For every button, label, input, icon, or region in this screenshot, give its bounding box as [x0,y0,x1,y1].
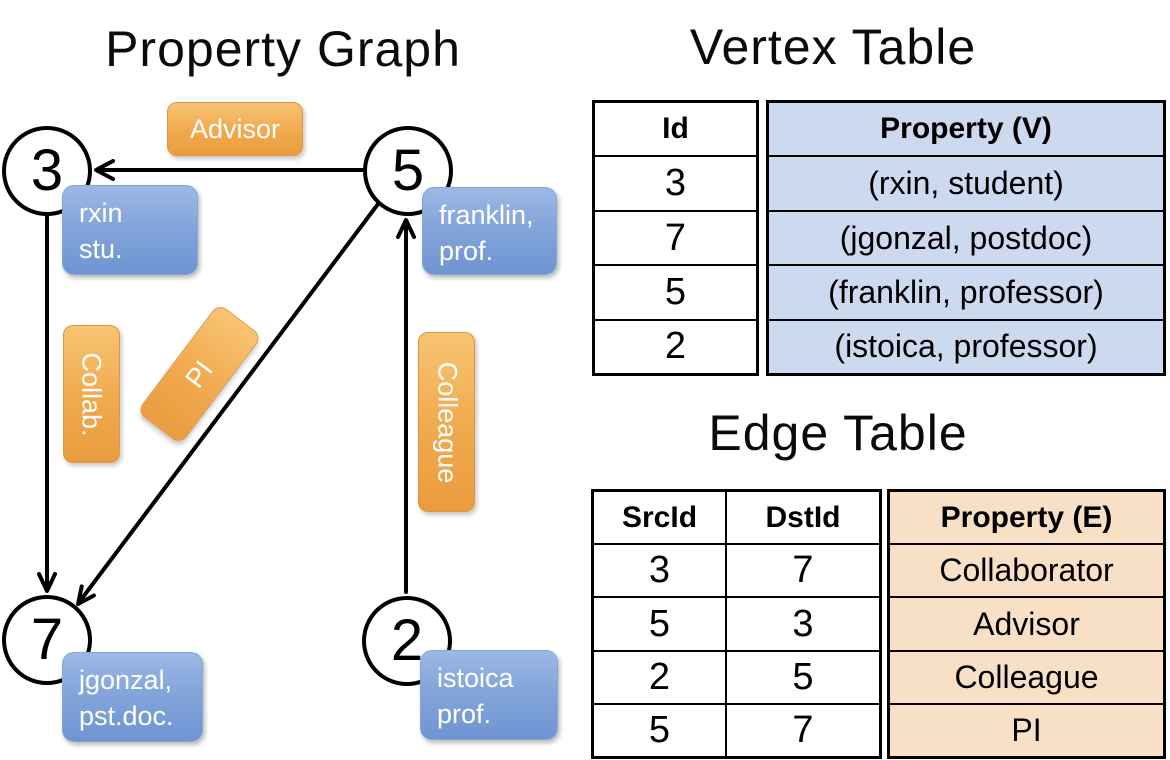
arrowhead-into-7-vertical [37,572,57,593]
edge-table-title: Edge Table [708,405,968,461]
table-row: 7 [595,209,756,264]
table-row: Colleague [890,649,1163,703]
srcid-cell: 5 [648,708,671,751]
edge-table-dstid-header: DstId [725,492,879,544]
node-5-id: 5 [391,138,425,203]
edge-table-property-column: Property (E) Collaborator Advisor Collea… [887,489,1166,759]
srcid-cell: 5 [648,602,671,645]
dstid-cell: 5 [725,651,879,703]
table-row: 5 3 [594,596,879,650]
edge-label-colleague: Colleague [418,332,475,512]
edge-label-advisor-text: Advisor [189,113,281,144]
table-row: 2 5 [594,649,879,703]
vertex-table-id-header: Id [662,112,689,146]
node-2-id: 2 [390,608,424,673]
vertex-property-box-2: istoica prof. [420,650,558,740]
edge-table-srcid-header: SrcId [621,500,698,534]
vertex-3-prop-line2: stu. [79,234,123,265]
graph-title: Property Graph [105,21,461,77]
edge-table-header-row: SrcId DstId [594,492,879,544]
edge-label-pi-text: PI [179,354,219,393]
table-row: 5 [595,264,756,318]
vertex-5-prop-line2: prof. [439,236,494,267]
table-row: Advisor [890,596,1163,649]
edge-5-to-7 [78,198,383,603]
srcid-cell: 3 [648,549,671,592]
edge-table-id-columns: SrcId DstId 3 7 5 3 2 5 5 7 [591,489,882,759]
vertex-7-prop-line1: jgonzal, [79,665,173,695]
vertex-3-prop-line1: rxin [79,198,123,228]
table-row: 3 7 [594,543,879,597]
node-3-id: 3 [30,138,64,203]
edge-label-advisor: Advisor [167,102,303,156]
table-row: (rxin, student) [769,155,1163,209]
edge-label-colleague-text: Colleague [432,361,462,483]
vertex-table-title: Vertex Table [689,19,977,75]
vertex-2-prop-line1: istoica [437,663,514,693]
node-7-id: 7 [30,607,64,672]
table-row: Collaborator [890,543,1163,596]
vertex-2-prop-line2: prof. [437,699,492,730]
arrowhead-into-3 [94,159,115,181]
edge-label-collab: Collab. [63,325,120,463]
table-row: (franklin, professor) [769,264,1163,318]
table-row: PI [890,702,1163,756]
dstid-cell: 7 [725,704,879,757]
vertex-table-property-header: Property (V) [880,112,1052,146]
edge-label-collab-text: Collab. [77,351,108,437]
table-row: 3 [595,155,756,209]
arrowhead-into-5 [396,218,416,239]
table-row: 2 [595,318,756,373]
graph-edges-canvas [37,159,416,606]
dstid-cell: 7 [725,545,879,597]
vertex-7-prop-line2: pst.doc. [79,701,174,732]
table-row: (istoica, professor) [769,318,1163,373]
graph-node-2: 2 [362,596,452,686]
vertex-property-box-7: jgonzal, pst.doc. [62,652,203,742]
vertex-table-id-column: Id 3 7 5 2 [592,100,759,376]
srcid-cell: 2 [648,655,671,698]
vertex-property-box-3: rxin stu. [62,185,198,275]
vertex-5-prop-line1: franklin, [439,200,534,230]
dstid-cell: 3 [725,598,879,650]
table-row: (jgonzal, postdoc) [769,209,1163,264]
arrowhead-into-7-diagonal [76,584,96,606]
vertex-table-property-column: Property (V) (rxin, student) (jgonzal, p… [766,100,1166,376]
edge-table-property-header: Property (E) [940,500,1113,534]
table-row: 5 7 [594,702,879,757]
vertex-property-box-5: franklin, prof. [422,187,557,275]
